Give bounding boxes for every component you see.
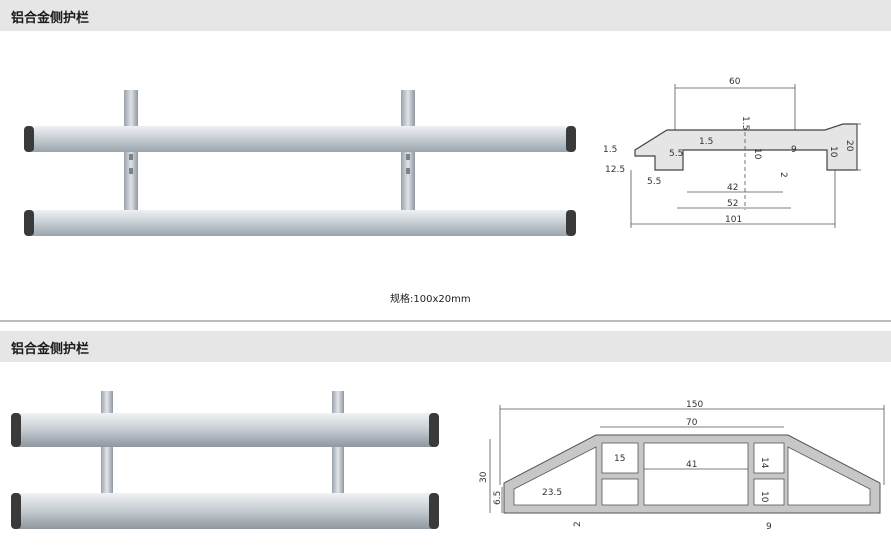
section-1-header: 铝合金侧护栏 [0, 0, 891, 31]
spec-label: 规格:100x20mm [390, 294, 471, 305]
dim-text: 10 [759, 491, 769, 503]
section-2-title: 铝合金侧护栏 [11, 342, 90, 357]
section-2-header: 铝合金侧护栏 [0, 331, 891, 362]
dim-text: 5.5 [647, 177, 661, 187]
profile-drawing-2: 150 70 15 41 14 10 30 6.5 23.5 2 9 [479, 400, 885, 532]
dim-text: 9 [791, 145, 797, 155]
rail-top [28, 126, 572, 152]
dim-text: 1.5 [740, 116, 750, 130]
dim-text: 30 [479, 471, 489, 483]
dim-text: 52 [727, 199, 738, 209]
guardrail-photo-2 [11, 391, 439, 529]
dim-text: 9 [766, 522, 772, 532]
section-1-title: 铝合金侧护栏 [11, 11, 90, 26]
rail-bottom [28, 210, 572, 236]
dim-text: 23.5 [542, 488, 562, 498]
dim-text: 150 [686, 400, 703, 410]
dim-text: 6.5 [493, 491, 503, 505]
guardrail-photo-1 [24, 90, 576, 236]
dim-text: 1.5 [699, 137, 713, 147]
dim-text: 10 [752, 148, 762, 160]
dim-text: 60 [729, 77, 741, 87]
dim-text: 20 [844, 140, 854, 152]
dim-text: 15 [614, 454, 625, 464]
dim-text: 14 [759, 457, 769, 469]
dim-text: 2 [778, 172, 788, 178]
dim-text: 2 [573, 521, 583, 527]
dim-text: 70 [686, 418, 698, 428]
dim-text: 5.5 [669, 149, 683, 159]
dim-text: 10 [828, 146, 838, 158]
dim-text: 41 [686, 460, 697, 470]
section-divider [0, 320, 891, 322]
profile-drawing-1: 60 1.5 1.5 1.5 12.5 5.5 5.5 10 9 2 10 20… [603, 77, 861, 228]
dim-text: 12.5 [605, 165, 625, 175]
rail-top [15, 413, 435, 447]
dim-text: 1.5 [603, 145, 617, 155]
dim-text: 42 [727, 183, 738, 193]
rail-bottom [15, 493, 435, 529]
dim-text: 101 [725, 215, 742, 225]
